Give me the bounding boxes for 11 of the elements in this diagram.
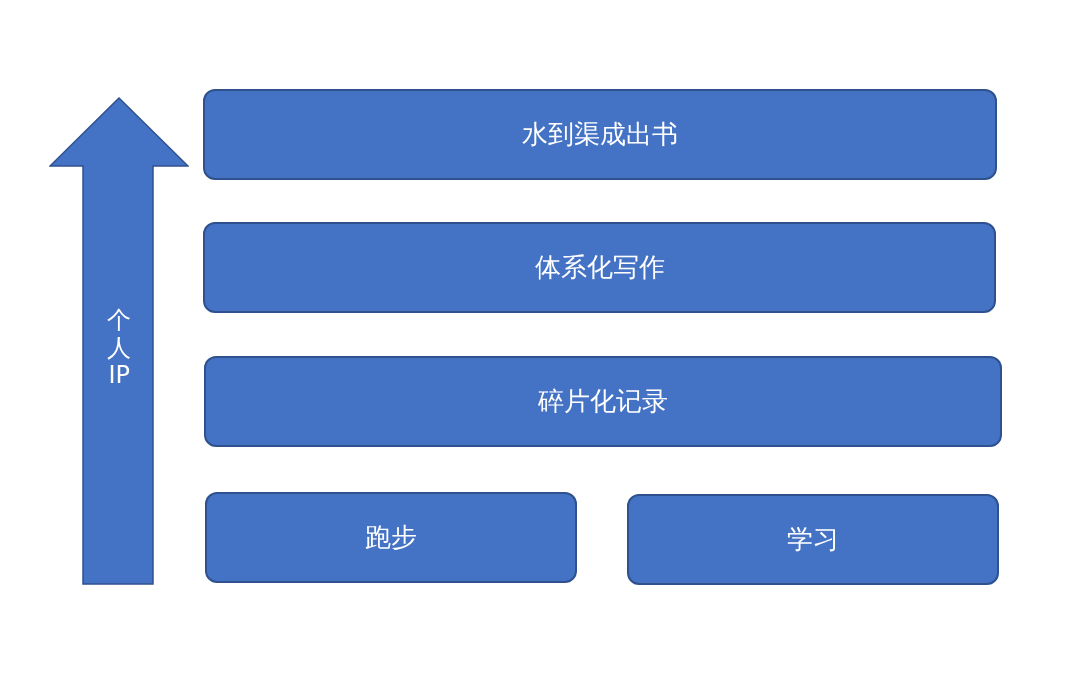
level-box (203, 222, 996, 313)
level-box (205, 492, 577, 583)
level-box (627, 494, 999, 585)
level-box (203, 89, 997, 180)
box-label: 体系化写作 (534, 251, 665, 284)
box-label: 学习 (787, 523, 839, 556)
box-label: 跑步 (365, 521, 417, 554)
arrow-label: 个人IP (106, 307, 133, 390)
box-label: 碎片化记录 (538, 385, 668, 418)
level-box (204, 356, 1002, 447)
box-label: 水到渠成出书 (522, 118, 678, 151)
